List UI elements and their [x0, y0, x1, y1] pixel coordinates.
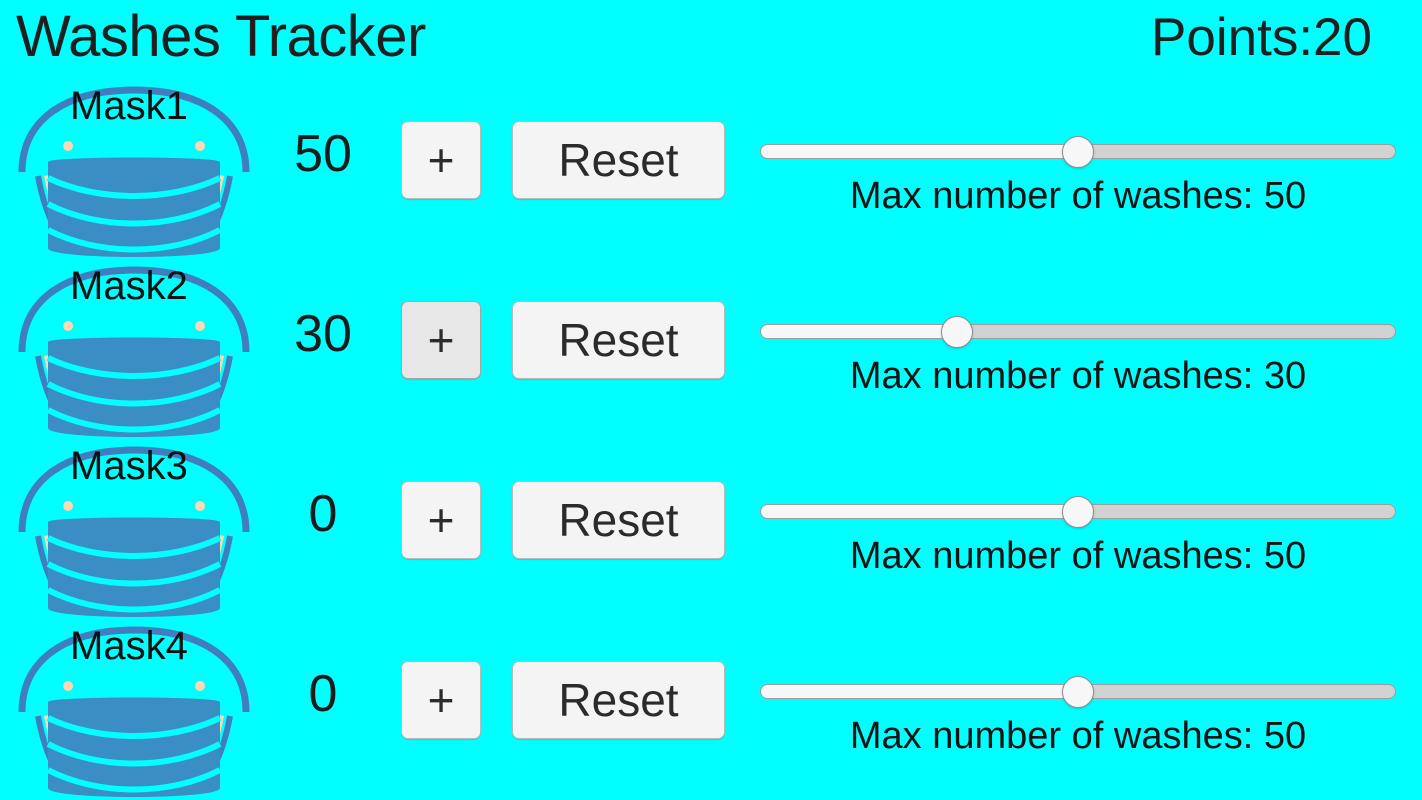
slider-thumb[interactable] — [1062, 676, 1094, 708]
max-washes-slider-cell: Max number of washes: 50 — [760, 438, 1400, 616]
points-counter: Points:20 — [1151, 8, 1372, 67]
page-title: Washes Tracker — [16, 4, 426, 69]
face-mask-icon — [18, 266, 250, 437]
face-mask-icon — [18, 626, 250, 797]
wash-count-cell: 50 — [268, 116, 378, 192]
slider-fill — [761, 325, 958, 338]
reset-button[interactable]: Reset — [512, 481, 725, 559]
wash-count-value: 0 — [308, 485, 338, 543]
slider-thumb[interactable] — [1062, 136, 1094, 168]
max-washes-caption: Max number of washes: 50 — [849, 535, 1307, 577]
max-washes-caption: Max number of washes: 50 — [849, 175, 1307, 217]
reset-button[interactable]: Reset — [512, 121, 725, 199]
max-washes-slider-cell: Max number of washes: 50 — [760, 78, 1400, 256]
mask-icon-cell: Mask2 — [8, 260, 260, 438]
mask-icon-cell: Mask1 — [8, 80, 260, 258]
reset-button[interactable]: Reset — [512, 301, 725, 379]
mask-icon-cell: Mask3 — [8, 440, 260, 618]
wash-count-cell: 30 — [268, 296, 378, 372]
max-washes-caption: Max number of washes: 30 — [849, 355, 1307, 397]
mask-label: Mask2 — [70, 264, 188, 308]
increment-button[interactable]: + — [401, 661, 481, 739]
max-washes-slider-cell: Max number of washes: 30 — [760, 258, 1400, 436]
reset-button[interactable]: Reset — [512, 661, 725, 739]
increment-button[interactable]: + — [401, 121, 481, 199]
slider-fill — [761, 145, 1078, 158]
mask-row: Mask3 0 + Reset Max number of washes: 50 — [0, 438, 1422, 618]
wash-count-value: 50 — [294, 125, 352, 183]
mask-row: Mask1 50 + Reset Max number of washes: 5… — [0, 78, 1422, 258]
face-mask-icon — [18, 446, 250, 617]
slider-fill — [761, 685, 1078, 698]
slider-fill — [761, 505, 1078, 518]
face-mask-icon — [18, 86, 250, 257]
mask-row: Mask4 0 + Reset Max number of washes: 50 — [0, 618, 1422, 798]
increment-button[interactable]: + — [401, 301, 481, 379]
max-washes-slider-cell: Max number of washes: 50 — [760, 618, 1400, 796]
mask-icon-cell: Mask4 — [8, 620, 260, 798]
max-washes-slider[interactable] — [760, 676, 1396, 708]
mask-label: Mask1 — [70, 84, 188, 128]
mask-row: Mask2 30 + Reset Max number of washes: 3… — [0, 258, 1422, 438]
max-washes-slider[interactable] — [760, 136, 1396, 168]
max-washes-slider[interactable] — [760, 496, 1396, 528]
slider-track[interactable] — [760, 324, 1396, 339]
wash-count-value: 30 — [294, 305, 352, 363]
mask-label: Mask3 — [70, 444, 188, 488]
wash-count-value: 0 — [308, 665, 338, 723]
slider-thumb[interactable] — [941, 316, 974, 348]
wash-count-cell: 0 — [268, 476, 378, 552]
max-washes-caption: Max number of washes: 50 — [849, 715, 1307, 757]
max-washes-slider[interactable] — [760, 316, 1396, 348]
slider-thumb[interactable] — [1062, 496, 1094, 528]
mask-label: Mask4 — [70, 624, 188, 668]
app-header: Washes Tracker Points:20 — [0, 0, 1422, 78]
increment-button[interactable]: + — [401, 481, 481, 559]
wash-count-cell: 0 — [268, 656, 378, 732]
